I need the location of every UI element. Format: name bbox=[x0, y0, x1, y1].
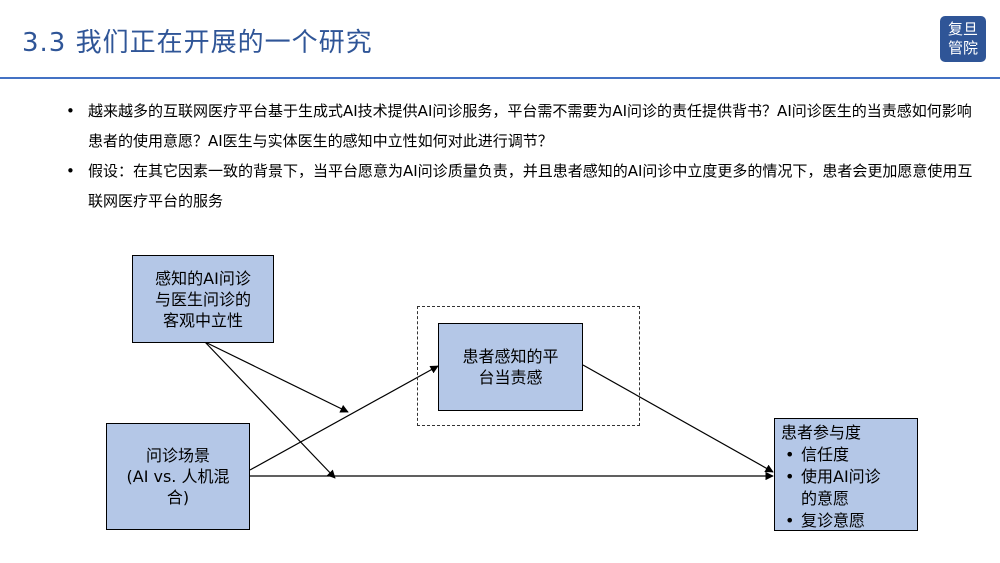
mediator-line-2: 台当责感 bbox=[478, 368, 543, 387]
mediator-line-1: 患者感知的平 bbox=[462, 347, 559, 366]
page-title: 3.3 我们正在开展的一个研究 bbox=[22, 28, 373, 58]
bullet-text: 越来越多的互联网医疗平台基于生成式AI技术提供AI问诊服务，平台需不需要为AI问… bbox=[88, 102, 972, 150]
moderator-line-2: 与医生问诊的 bbox=[154, 289, 251, 309]
outcome-list: • 信任度 • 使用AI问诊 的意愿 • 复诊意愿 bbox=[781, 444, 911, 532]
outcome-item-trust: • 信任度 bbox=[781, 444, 911, 466]
bullet-item-research-question: • 越来越多的互联网医疗平台基于生成式AI技术提供AI问诊服务，平台需不需要为A… bbox=[60, 96, 980, 156]
mediator-dashed-frame bbox=[417, 306, 640, 426]
bullet-symbol: • bbox=[66, 102, 75, 120]
arrow-moderator-to-path-a bbox=[204, 341, 349, 413]
outcome-item-label-line-1: 使用AI问诊 bbox=[801, 467, 881, 486]
fudan-logo: 复旦 管院 bbox=[940, 16, 986, 62]
moderator-line-3: 客观中立性 bbox=[162, 310, 243, 330]
logo-line-1: 复旦 bbox=[947, 20, 978, 38]
arrow-scenario-to-mediator bbox=[249, 365, 439, 471]
outcome-box: 患者参与度 • 信任度 • 使用AI问诊 的意愿 • 复诊意愿 bbox=[774, 418, 918, 531]
bullet-symbol: • bbox=[66, 162, 75, 180]
outcome-item-label: 信任度 bbox=[801, 445, 850, 464]
bullet-text: 假设：在其它因素一致的背景下，当平台愿意为AI问诊质量负责，并且患者感知的AI问… bbox=[88, 162, 973, 210]
logo-line-2: 管院 bbox=[947, 39, 978, 57]
arrow-moderator-to-direct-path bbox=[204, 341, 336, 479]
bullet-item-hypothesis: • 假设：在其它因素一致的背景下，当平台愿意为AI问诊质量负责，并且患者感知的A… bbox=[60, 156, 980, 216]
outcome-item-usage-intention: • 使用AI问诊 的意愿 bbox=[781, 466, 911, 510]
scenario-line-2: (AI vs. 人机混 bbox=[126, 467, 230, 486]
scenario-line-1: 问诊场景 bbox=[145, 446, 210, 465]
moderator-line-1: 感知的AI问诊 bbox=[155, 268, 251, 288]
independent-variable-box: 问诊场景 (AI vs. 人机混 合) bbox=[106, 423, 250, 530]
arrow-mediator-to-outcome bbox=[582, 364, 774, 473]
bullet-symbol: • bbox=[785, 445, 795, 464]
bullet-symbol: • bbox=[785, 467, 795, 486]
outcome-title: 患者参与度 bbox=[781, 423, 862, 442]
title-divider bbox=[0, 77, 1000, 79]
moderator-box: 感知的AI问诊 与医生问诊的 客观中立性 bbox=[132, 255, 274, 343]
bullet-symbol: • bbox=[785, 511, 795, 530]
scenario-line-3: 合) bbox=[166, 488, 190, 507]
outcome-item-revisit-intention: • 复诊意愿 bbox=[781, 510, 911, 532]
outcome-item-label: 复诊意愿 bbox=[801, 511, 866, 530]
outcome-item-label-line-2: 的意愿 bbox=[801, 489, 850, 508]
mediator-box: 患者感知的平 台当责感 bbox=[438, 323, 583, 411]
bullet-list: • 越来越多的互联网医疗平台基于生成式AI技术提供AI问诊服务，平台需不需要为A… bbox=[60, 96, 980, 216]
